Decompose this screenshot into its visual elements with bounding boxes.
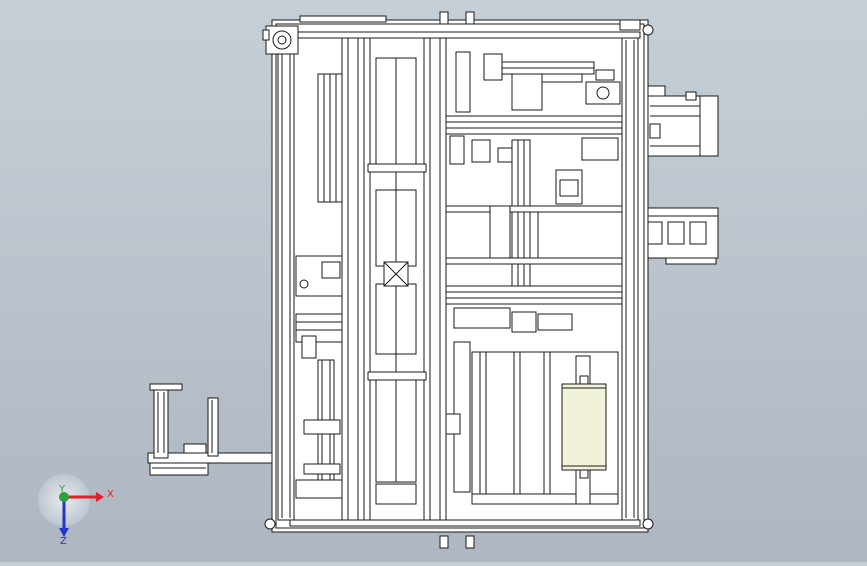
z-arrow-icon: [59, 528, 69, 537]
roll-feeding-area: [471, 351, 619, 505]
arm-post-cap: [149, 383, 183, 391]
cross-member-upper: [445, 115, 623, 135]
right-lower-module: [639, 207, 719, 265]
arm-post-left: [153, 383, 169, 459]
arm-post-right: [207, 397, 219, 457]
left-column: [277, 37, 295, 521]
y-axis-label: Y: [58, 484, 66, 495]
arm-foot: [149, 462, 209, 476]
foot-bottom-left: [264, 518, 276, 530]
rail-b: [423, 37, 447, 521]
left-arm-assembly: [147, 383, 277, 476]
central-linear-module: [367, 37, 427, 521]
left-inner-mechanisms: [295, 73, 343, 499]
upper-right-mechanisms: [449, 51, 623, 259]
top-bracket: [299, 15, 387, 23]
x-axis-label: X: [107, 489, 114, 500]
z-axis-label: Z: [60, 536, 67, 547]
x-arrow-icon: [96, 492, 104, 502]
film-roll: [561, 383, 607, 471]
ur-sensor: [483, 53, 503, 81]
foot-top-right: [642, 24, 654, 36]
rail-c: [511, 139, 531, 291]
coordinate-triad[interactable]: X Y Z: [38, 474, 114, 547]
cross-member-middle: [445, 285, 623, 305]
corner-fittings: [262, 11, 654, 549]
lower-middle-connectors: [445, 307, 573, 493]
arm-block: [183, 443, 207, 454]
right-upper-module: [639, 85, 719, 157]
vertical-rails: [341, 37, 531, 521]
y-axis-dot: [59, 492, 69, 502]
right-column: [621, 37, 639, 521]
top-rail: [289, 31, 641, 39]
foot-bottom-right: [642, 518, 654, 530]
bottom-rail: [289, 519, 641, 527]
rail-a: [341, 37, 365, 521]
cross-members: [445, 115, 623, 305]
